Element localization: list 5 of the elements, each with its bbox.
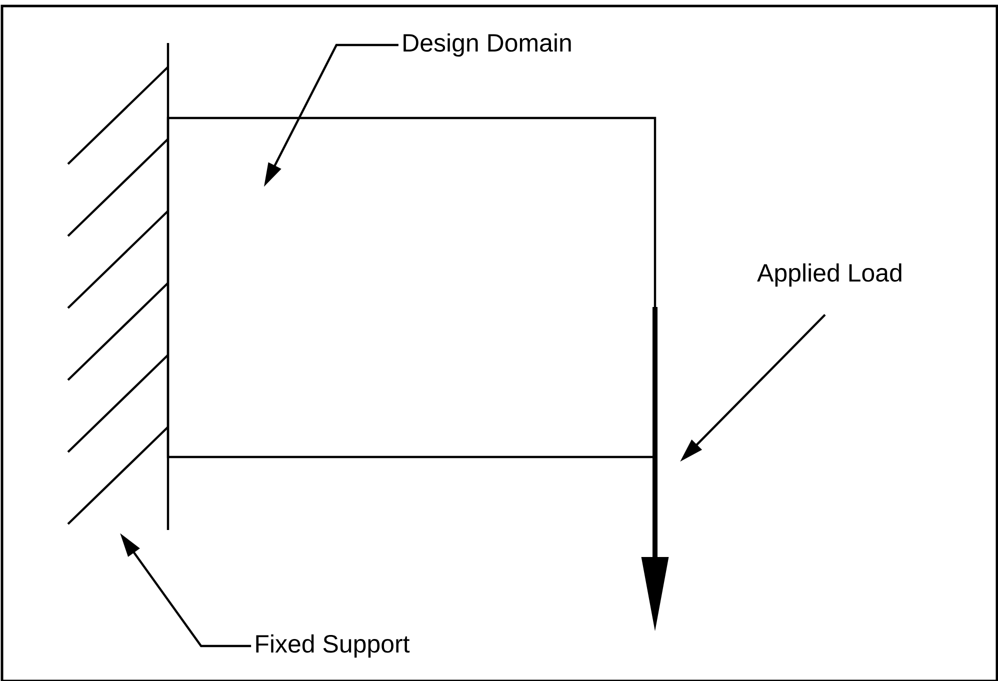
design-domain-box [166,116,656,458]
callout-text: Fixed Support [256,634,410,658]
callout-text: Applied Load [757,263,902,287]
callout-text: Design Domain [404,33,571,57]
fixed-support-drawing [67,43,170,530]
